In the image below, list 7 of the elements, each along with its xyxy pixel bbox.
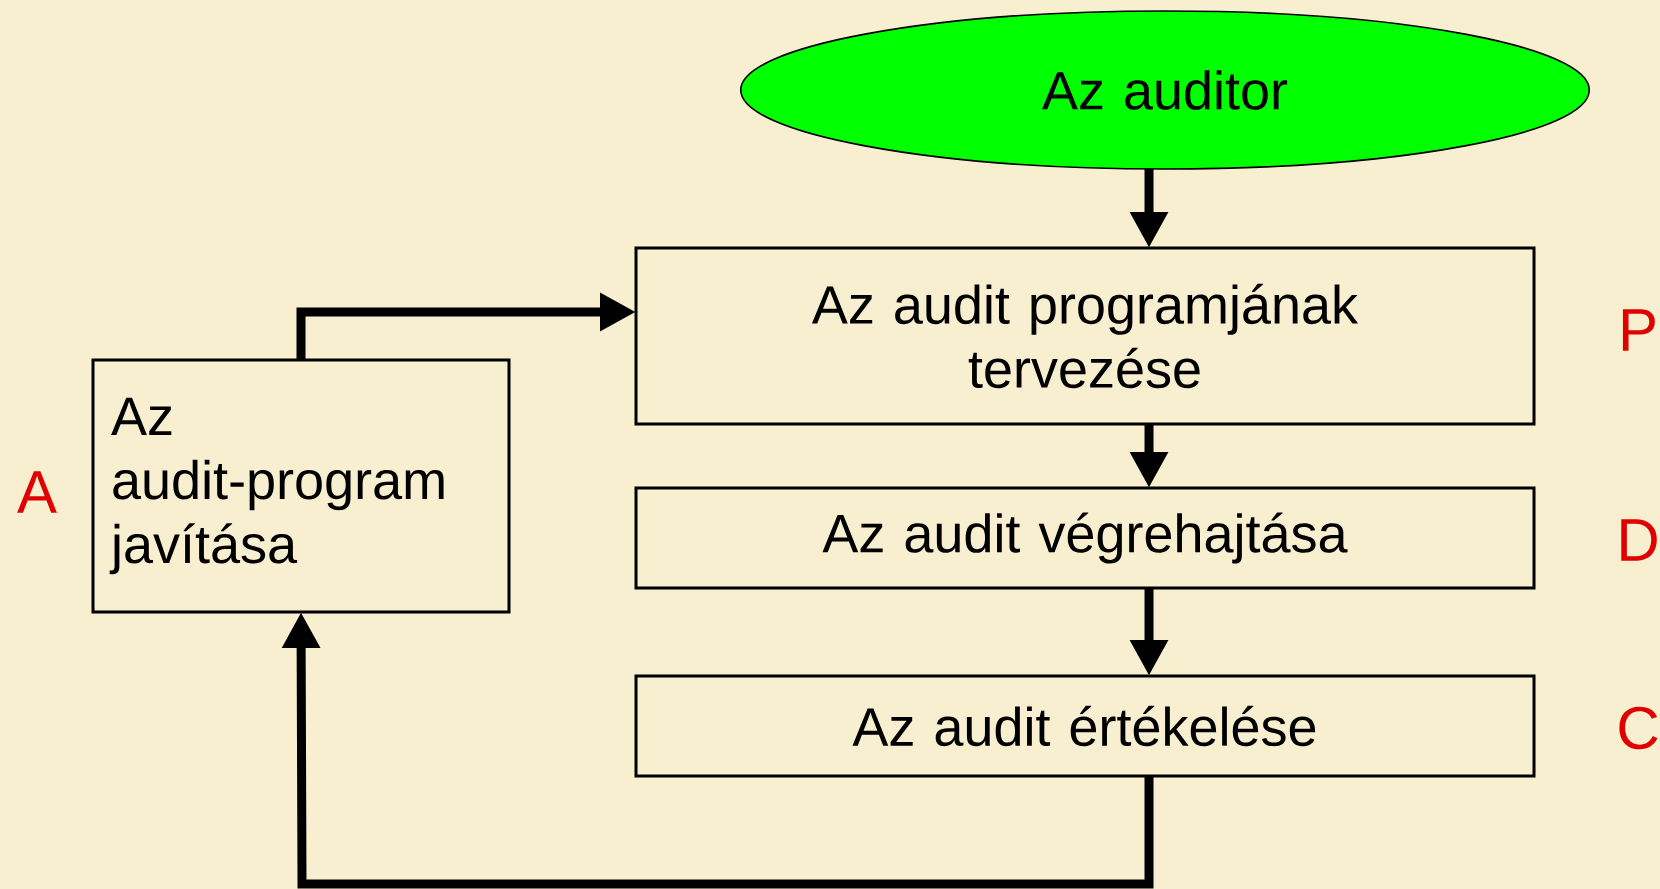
process-box: Az audit értékelése (634, 674, 1536, 778)
process-box: Az audit programjának tervezése (634, 246, 1536, 426)
phase-letter: C (1619, 706, 1658, 750)
process-box: Az audit-program javítása (91, 358, 511, 614)
phase-letter: P (1622, 309, 1655, 351)
phase-letter: D (1621, 519, 1657, 561)
process-box: Az audit végrehajtása (634, 486, 1536, 590)
